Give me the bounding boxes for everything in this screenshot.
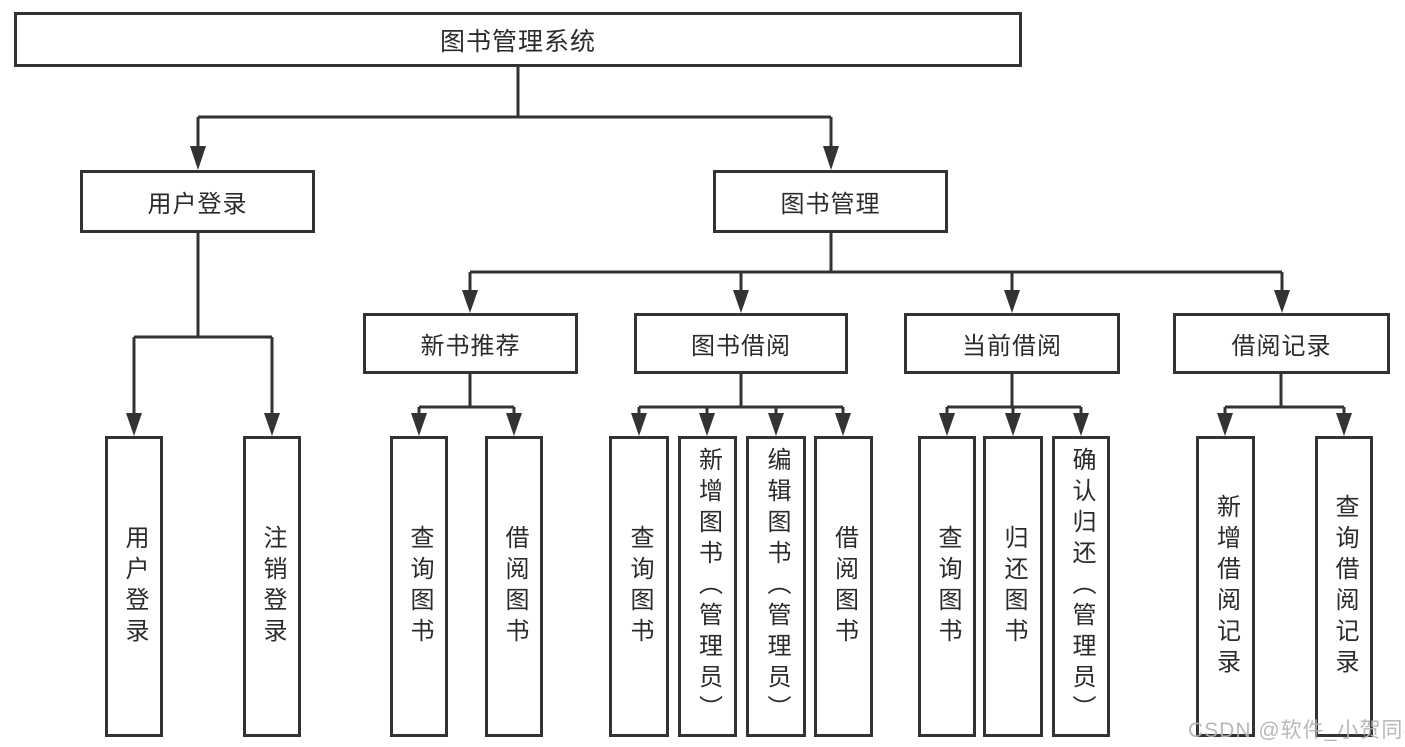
leaf-borrow-books-1-label: 借阅图书 (501, 524, 528, 649)
node-new-book-recommendation: 新书推荐 (363, 313, 578, 374)
node-book-management: 图书管理 (713, 170, 948, 233)
leaf-logout: 注销登录 (243, 436, 301, 737)
leaf-query-books-2: 查询图书 (609, 436, 669, 737)
leaf-query-books-3: 查询图书 (918, 436, 976, 737)
leaf-add-book-admin-label: 新增图书（管理员） (694, 447, 722, 726)
leaf-confirm-return-admin: 确认归还（管理员） (1052, 436, 1110, 737)
leaf-query-books-2-label: 查询图书 (626, 524, 653, 649)
leaf-confirm-return-admin-label: 确认归还（管理员） (1068, 447, 1095, 726)
leaf-add-book-admin: 新增图书（管理员） (678, 436, 737, 737)
node-library-management-system: 图书管理系统 (14, 12, 1022, 67)
leaf-query-books-1-label: 查询图书 (406, 524, 433, 649)
leaf-edit-book-admin: 编辑图书（管理员） (746, 436, 806, 737)
node-book-borrowing: 图书借阅 (634, 313, 848, 374)
leaf-return-books-label: 归还图书 (1000, 524, 1027, 649)
node-library-management-system-label: 图书管理系统 (439, 27, 596, 56)
leaf-query-borrow-record: 查询借阅记录 (1315, 436, 1373, 737)
leaf-edit-book-admin-label: 编辑图书（管理员） (763, 447, 790, 726)
node-current-borrowing-label: 当前借阅 (962, 333, 1062, 360)
csdn-watermark: CSDN @软件_小贺同学 (1188, 719, 1405, 742)
leaf-add-borrow-record: 新增借阅记录 (1196, 436, 1255, 737)
leaf-query-books-1: 查询图书 (390, 436, 448, 737)
node-book-management-label: 图书管理 (780, 191, 881, 218)
leaf-logout-label: 注销登录 (259, 524, 286, 649)
node-book-borrowing-label: 图书借阅 (691, 333, 791, 360)
node-new-book-recommendation-label: 新书推荐 (420, 333, 521, 360)
leaf-borrow-books-2: 借阅图书 (814, 436, 873, 737)
node-borrowing-records: 借阅记录 (1173, 313, 1390, 374)
leaf-user-login: 用户登录 (105, 436, 163, 737)
node-user-login: 用户登录 (80, 170, 315, 233)
leaf-user-login-label: 用户登录 (121, 524, 148, 649)
node-user-login-label: 用户登录 (147, 191, 248, 218)
leaf-return-books: 归还图书 (983, 436, 1043, 737)
leaf-borrow-books-2-label: 借阅图书 (830, 524, 858, 649)
leaf-query-borrow-record-label: 查询借阅记录 (1331, 493, 1358, 680)
node-borrowing-records-label: 借阅记录 (1231, 333, 1332, 360)
node-current-borrowing: 当前借阅 (904, 313, 1120, 374)
leaf-query-books-3-label: 查询图书 (934, 524, 961, 649)
leaf-add-borrow-record-label: 新增借阅记录 (1212, 493, 1240, 680)
leaf-borrow-books-1: 借阅图书 (485, 436, 543, 737)
